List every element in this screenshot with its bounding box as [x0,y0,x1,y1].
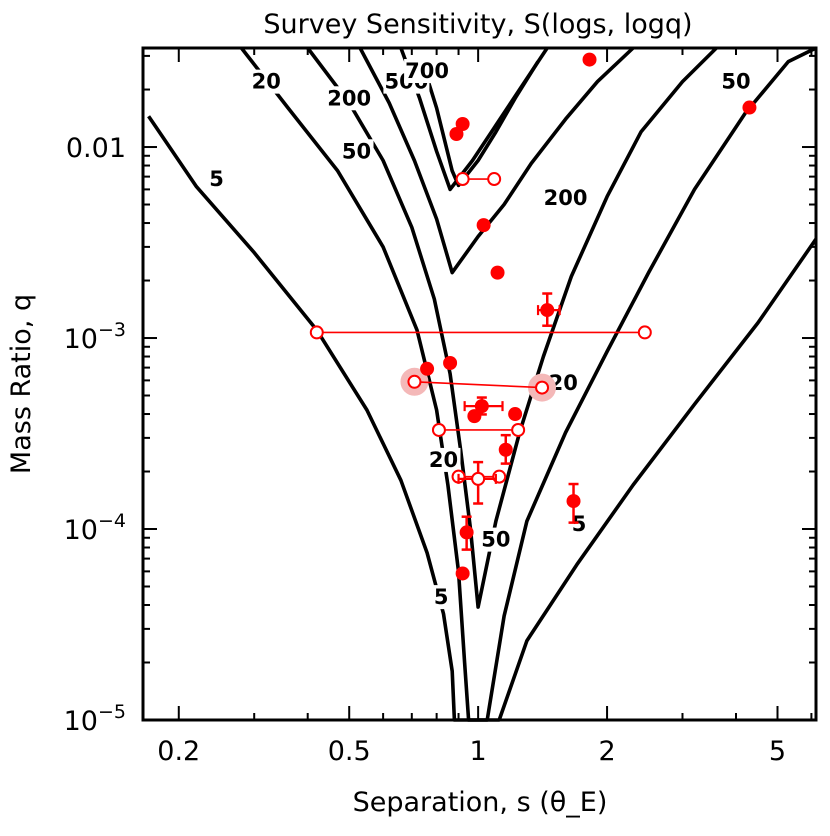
open-point [455,172,470,187]
contour-label: 5 [434,585,449,609]
filled-point [474,399,489,414]
open-point [637,325,652,340]
filled-point [540,303,555,318]
y-tick-label: 10−5 [64,701,126,737]
contour-label-bg [326,86,373,111]
contour-layer [147,46,818,722]
contour-line-700 [420,60,540,188]
contour-line-5 [147,115,818,722]
contour-label-bg [404,59,451,84]
filled-point [420,361,435,376]
contour-line-50 [306,46,718,609]
y-tick-label: 10−4 [64,510,126,546]
contour-label-bg [339,139,374,164]
contour-label-layer: 555202020505050200200500700 [205,59,753,610]
chart-title: Survey Sensitivity, S(logs, logq) [263,9,692,40]
contour-label: 20 [429,448,458,472]
contour-label-bg [542,186,589,211]
filled-point [508,407,523,422]
x-tick-label: 0.2 [157,736,200,767]
contour-label-bg [718,69,753,94]
y-tick-label: 10−3 [64,319,126,355]
filled-point [490,265,505,280]
y-axis-label: Mass Ratio, q [6,294,37,474]
x-tick-label: 0.5 [328,736,371,767]
open-point [309,325,324,340]
contour-label-bg [249,69,284,94]
contour-label-bg [430,585,453,610]
x-axis-label: Separation, s (θ_E) [353,787,608,818]
open-point [535,380,550,395]
open-point [431,422,446,437]
filled-point [742,100,757,115]
open-point [471,471,486,486]
contour-label: 50 [721,70,750,94]
x-tick-label: 2 [598,736,615,767]
axis-ticks: 0.2 0.5 1 2 5 0.01 10−3 10−4 10−5 [64,48,816,767]
filled-point [459,525,474,540]
x-tick-label: 1 [470,736,487,767]
contour-label: 20 [252,70,281,94]
filled-point [498,442,513,457]
filled-point [455,566,470,581]
filled-point [476,218,491,233]
y-tick-label: 0.01 [66,133,126,164]
contour-label: 200 [327,86,371,110]
contour-label: 5 [572,512,587,536]
data-layer [309,52,757,581]
contour-label: 50 [342,139,371,163]
contour-label-bg [426,447,461,472]
open-point [407,374,422,389]
contour-line-200 [358,46,635,275]
contour-label: 200 [544,186,588,210]
filled-point [582,52,597,67]
filled-point [455,117,470,132]
filled-point [566,494,581,509]
open-point [487,172,502,187]
contour-label-bg [205,167,228,192]
x-tick-label: 5 [769,736,786,767]
contour-label: 50 [481,528,510,552]
open-point [511,422,526,437]
filled-point [467,409,482,424]
plot-frame [141,46,818,722]
filled-point [449,127,464,142]
contour-label: 5 [209,167,224,191]
degenerate-pair-line [414,380,543,389]
filled-point [443,355,458,370]
contour-label: 700 [405,59,449,83]
contour-label-bg [478,527,513,552]
